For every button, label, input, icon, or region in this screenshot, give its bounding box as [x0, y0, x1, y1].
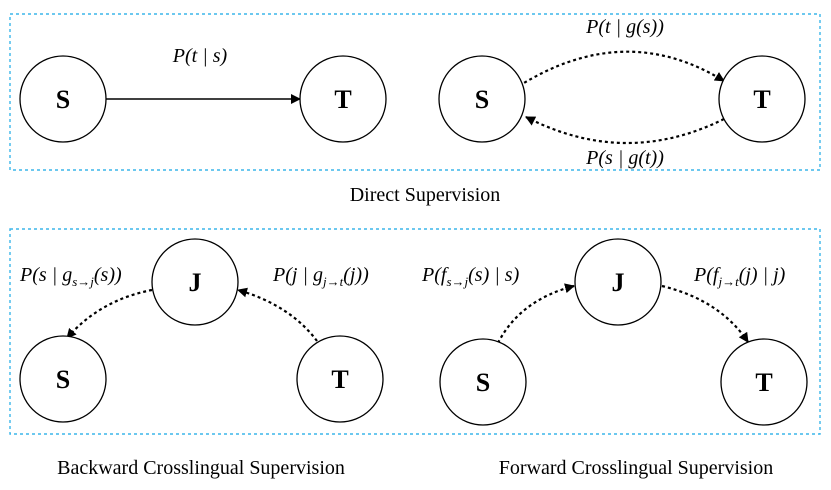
node-s-right-label: S	[475, 85, 489, 114]
node-s-backward-label: S	[56, 365, 70, 394]
node-t-right	[718, 55, 806, 143]
edge-label-p-t-given-gs: P(t | g(s))	[585, 16, 664, 38]
node-j-label: J	[189, 268, 202, 297]
node-t-forward	[720, 338, 808, 426]
caption-forward-crosslingual: Forward Crosslingual Supervision	[499, 457, 773, 479]
node-t-backward	[296, 335, 384, 423]
node-s-forward	[439, 338, 527, 426]
node-s-backward	[19, 335, 107, 423]
caption-direct-supervision: Direct Supervision	[350, 184, 501, 206]
edge-j-to-s	[66, 288, 153, 339]
edge-label-p-t-given-s: P(t | s)	[172, 45, 228, 67]
node-t	[299, 55, 387, 143]
node-j	[151, 238, 239, 326]
edge-label-forward-right: P(fj→t(j) | j)	[693, 264, 786, 289]
node-j-forward	[574, 238, 662, 326]
crosslingual-supervision-panel	[9, 228, 821, 435]
edge-label-p-s-given-gt: P(s | g(t))	[585, 147, 664, 169]
edge-label-backward-right: P(j | gj→t(j))	[272, 264, 369, 289]
edge-label-forward-left: P(fs→j(s) | s)	[421, 264, 520, 289]
edge-t-to-j	[237, 287, 318, 342]
forward-diagram: J S T P(fs→j(s) | s) P(fj→t(j) | j)	[421, 238, 808, 426]
node-t-label: T	[334, 85, 351, 114]
node-t-forward-label: T	[755, 368, 772, 397]
edge-s-to-t-curved	[518, 50, 725, 87]
node-s-right	[438, 55, 526, 143]
node-t-backward-label: T	[331, 365, 348, 394]
node-s-label: S	[56, 85, 70, 114]
edge-t-to-s-curved	[525, 116, 725, 145]
node-t-right-label: T	[753, 85, 770, 114]
node-j-forward-label: J	[612, 268, 625, 297]
edge-j-to-t	[661, 284, 749, 343]
edge-label-backward-left: P(s | gs→j(s))	[19, 264, 122, 289]
backward-diagram: J S T P(s | gs→j(s)) P(j | gj→t(j))	[19, 238, 384, 423]
edge-s-to-j	[497, 283, 575, 344]
direct-right-diagram: S T P(t | g(s)) P(s | g(t))	[438, 16, 806, 169]
node-s	[19, 55, 107, 143]
caption-backward-crosslingual: Backward Crosslingual Supervision	[57, 457, 345, 479]
direct-left-diagram: S T P(t | s)	[19, 45, 387, 143]
direct-supervision-panel	[9, 13, 821, 171]
node-s-forward-label: S	[476, 368, 490, 397]
